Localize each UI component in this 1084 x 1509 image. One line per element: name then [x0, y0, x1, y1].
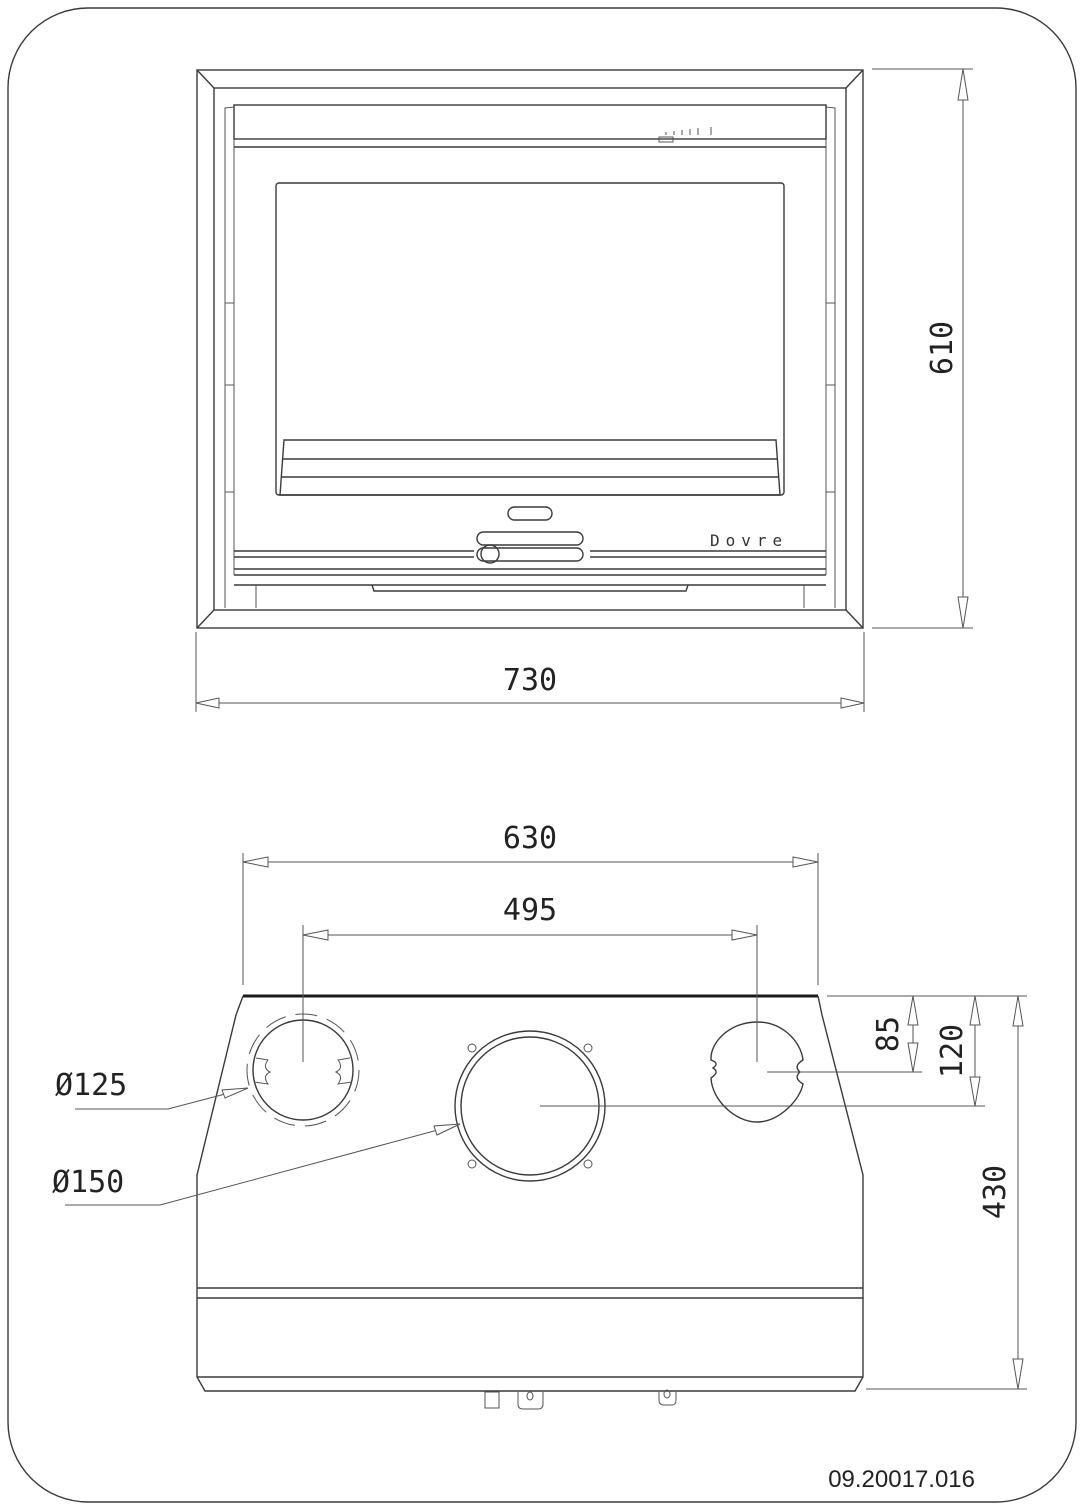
overall-width-label: 630 — [503, 821, 557, 856]
body-outline — [196, 995, 864, 1392]
brand-label: Dovre — [710, 531, 788, 550]
outlet-depth-label: 85 — [871, 1016, 906, 1052]
glass-window — [275, 182, 785, 496]
dimension-630: 630 — [242, 821, 819, 985]
document-number: 09.20017.016 — [828, 1466, 975, 1493]
air-control-scale — [658, 127, 712, 143]
center-depth-label: 120 — [935, 1024, 970, 1078]
center-outlet-150 — [454, 1030, 985, 1182]
ash-lip — [371, 584, 689, 592]
dimension-depths: 85 120 430 — [827, 995, 1027, 1390]
feet — [484, 1389, 677, 1410]
outer-surround — [196, 69, 864, 629]
height-label: 610 — [925, 321, 960, 375]
width-label: 730 — [503, 663, 557, 698]
dimension-610: 610 — [872, 68, 973, 629]
small-outlet-diameter-label: Ø125 — [55, 1068, 127, 1103]
vent-slot — [507, 506, 553, 521]
diameter-callouts: Ø125 Ø150 — [52, 1068, 461, 1206]
lower-slot — [476, 547, 584, 562]
depth-label: 430 — [978, 1165, 1013, 1219]
log-retainer — [279, 439, 781, 496]
top-view — [196, 940, 985, 1410]
dimension-730: 730 — [195, 632, 865, 712]
top-bar — [233, 104, 827, 140]
dimension-495: 495 — [302, 893, 758, 1000]
drawing-frame — [7, 7, 1077, 1503]
front-view: Dovre — [196, 69, 864, 629]
outlet-spacing-label: 495 — [503, 893, 557, 928]
large-outlet-diameter-label: Ø150 — [52, 1165, 124, 1200]
door-handle-knob — [480, 544, 500, 564]
upper-slot — [476, 531, 584, 546]
